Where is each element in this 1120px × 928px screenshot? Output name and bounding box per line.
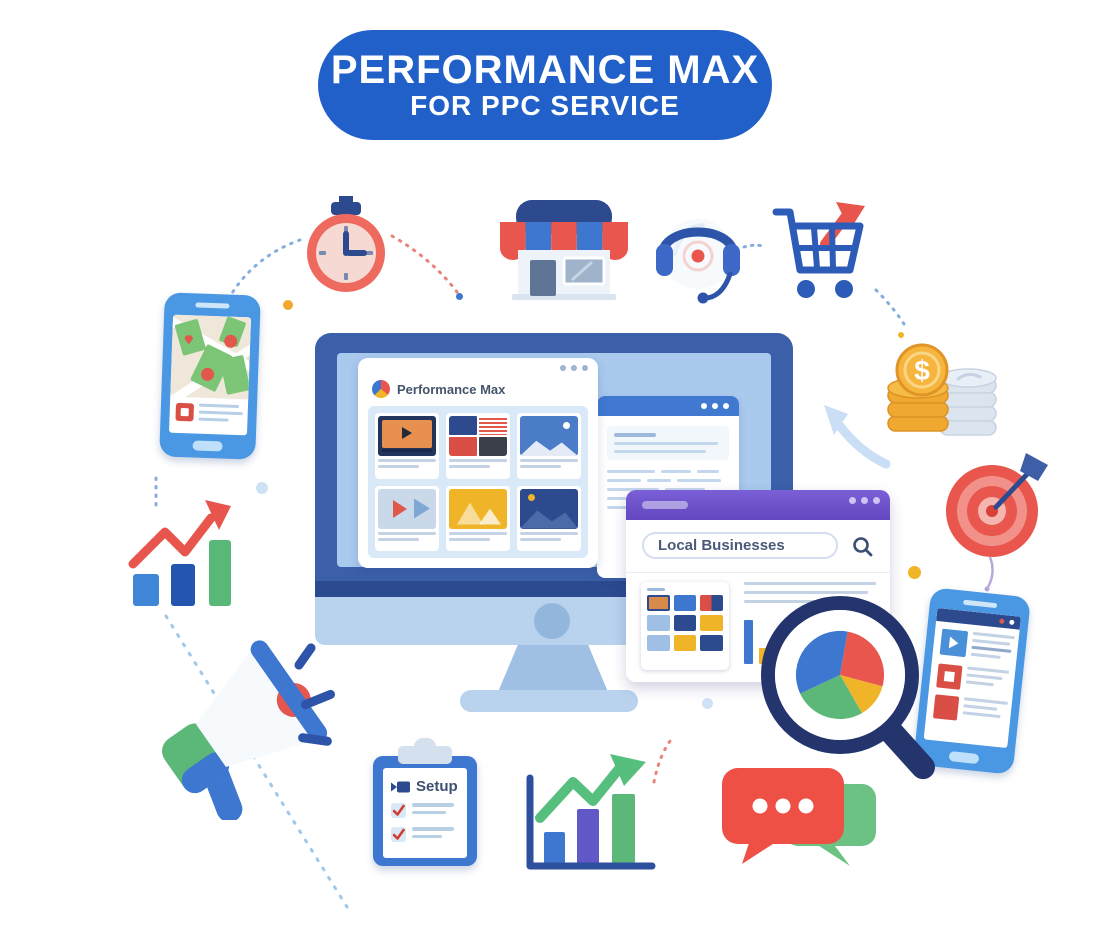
ad-card-display [446,485,510,551]
ad-card-landscape [517,485,581,551]
decor-dot [283,300,293,310]
map-phone-icon [159,292,261,460]
result-thumbnails-card [641,582,729,670]
ad-card-articles [446,413,510,479]
checkmark-icon [391,827,406,842]
thumbnail-grid [647,595,723,651]
map-result-card [169,397,248,433]
checklist-item [391,803,459,818]
headset-icon [656,219,740,304]
window-header: Performance Max [372,380,505,398]
ad-card-video [375,413,439,479]
article-thumbs-icon [449,416,507,456]
performance-max-window: Performance Max [358,358,598,568]
clipboard-title-row: Setup [391,778,459,795]
camera-icon [391,781,410,792]
content-text [965,666,1010,694]
title-line2: FOR PPC SERVICE [410,90,680,121]
listing-text-lines [198,403,243,427]
result-text-lines [744,582,876,609]
swoosh-arrow-icon [824,405,891,469]
monitor-logo-circle [534,603,570,639]
content-text [970,631,1015,664]
pie-chart-icon [795,630,885,720]
image-placeholder-icon [520,416,578,456]
checklist-text [412,827,454,842]
map-view [170,314,252,400]
growth-bars-icon [526,754,656,870]
magnifier-pie-icon [761,596,935,780]
megaphone-icon [162,640,328,820]
decor-dot [898,332,904,338]
clipboard-clip [398,746,452,764]
play-icon [378,488,436,529]
stopwatch-icon [307,196,385,292]
search-icon [853,537,873,557]
checklist-item [391,827,459,842]
text-card [607,426,729,460]
chat-bubbles-icon [722,768,876,866]
title-banner: PERFORMANCE MAX FOR PPC SERVICE [318,30,772,140]
divider [626,572,890,573]
listing-icon [175,402,195,422]
ad-card-image [517,413,581,479]
setup-clipboard-icon: Setup [373,738,477,868]
window-titlebar [626,490,890,520]
window-dots-icon [701,403,729,409]
clipboard-paper: Setup [383,768,467,858]
decor-dot [256,482,268,494]
decor-dot [702,698,713,709]
title-line1: PERFORMANCE MAX [330,48,760,92]
ad-grid-panel [368,406,588,558]
monitor-stand [498,645,608,692]
display-ad-icon [449,488,507,529]
trend-chart-icon [128,500,231,606]
search-query-text: Local Businesses [658,537,785,554]
window-titlebar [597,396,739,416]
clipboard-label: Setup [416,778,458,795]
pmx-logo-icon [372,380,390,398]
window-dots-icon [560,365,588,371]
phone-home-button [192,440,223,452]
checklist-text [412,803,454,818]
phone-screen [168,314,252,436]
window-title: Performance Max [397,381,506,397]
checkmark-icon [391,803,406,818]
landscape-icon [520,488,578,529]
cart-growth-icon [772,202,865,298]
dollar-icon: $ [914,355,930,386]
decor-dot [908,566,921,579]
ad-card-play [375,485,439,551]
storefront-icon [500,200,628,300]
decor-dot [456,293,463,300]
titlebar-pill [642,501,688,509]
video-player-icon [378,416,436,456]
monitor-base [460,690,638,712]
money-coins-icon: $ [887,343,997,436]
target-arrow-icon [946,453,1048,592]
window-dots-icon [849,497,880,504]
search-input: Local Businesses [642,532,838,559]
